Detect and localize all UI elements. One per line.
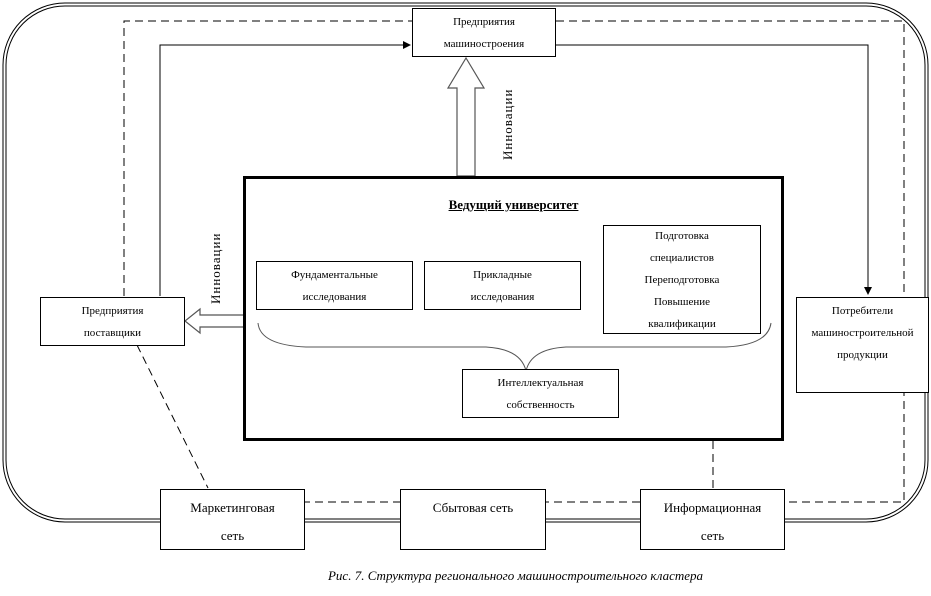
box-line: Подготовка [655,229,709,242]
innovations-up-label: Инновации [500,88,515,160]
dashed-info-loop [123,20,905,503]
box-line: сеть [220,528,245,543]
box-line: сеть [700,528,725,543]
box-line: специалистов [649,251,715,264]
box-line: Информационная [663,500,762,515]
innovations-left-arrow [184,307,245,335]
training-box: Подготовка специалистов Переподготовка П… [603,225,761,334]
box-line: продукции [837,349,888,361]
box-line: собственность [506,398,575,411]
university-title: Ведущий университет [448,197,579,212]
fundamental-research-box: Фундаментальные исследования [256,261,413,310]
intellectual-property-box: Интеллектуальная собственность [462,369,619,418]
box-line: машиностроительной [811,327,914,339]
box-line: поставщики [83,326,142,339]
box-line: Предприятия [81,304,144,317]
sales-network-box: Сбытовая сеть [400,489,546,550]
machine-building-enterprises-box: Предприятия машиностроения [412,8,556,57]
box-line: Потребители [831,305,894,317]
box-line: квалификации [648,317,716,330]
box-line: Интеллектуальная [497,376,584,389]
box-line: Сбытовая сеть [432,500,514,515]
information-network-box: Информационная сеть [640,489,785,550]
box-line: Маркетинговая [190,500,275,515]
marketing-network-box: Маркетинговая сеть [160,489,305,550]
box-line: Предприятия [453,15,515,28]
box-line: Переподготовка [644,273,720,286]
innovations-up-arrow [446,56,486,177]
box-line: машиностроения [443,37,525,50]
innovations-left-label: Инновации [208,232,223,304]
box-line: исследования [302,290,367,303]
figure-caption: Рис. 7. Структура регионального машиност… [327,568,704,583]
box-line: Прикладные [473,268,532,281]
applied-research-box: Прикладные исследования [424,261,581,310]
flow-lines [159,41,872,296]
box-line: Фундаментальные [291,268,378,281]
consumers-box: Потребители машиностроительной продукции [796,297,929,393]
box-line: Повышение [653,295,711,308]
supplier-enterprises-box: Предприятия поставщики [40,297,185,346]
box-line: исследования [470,290,535,303]
